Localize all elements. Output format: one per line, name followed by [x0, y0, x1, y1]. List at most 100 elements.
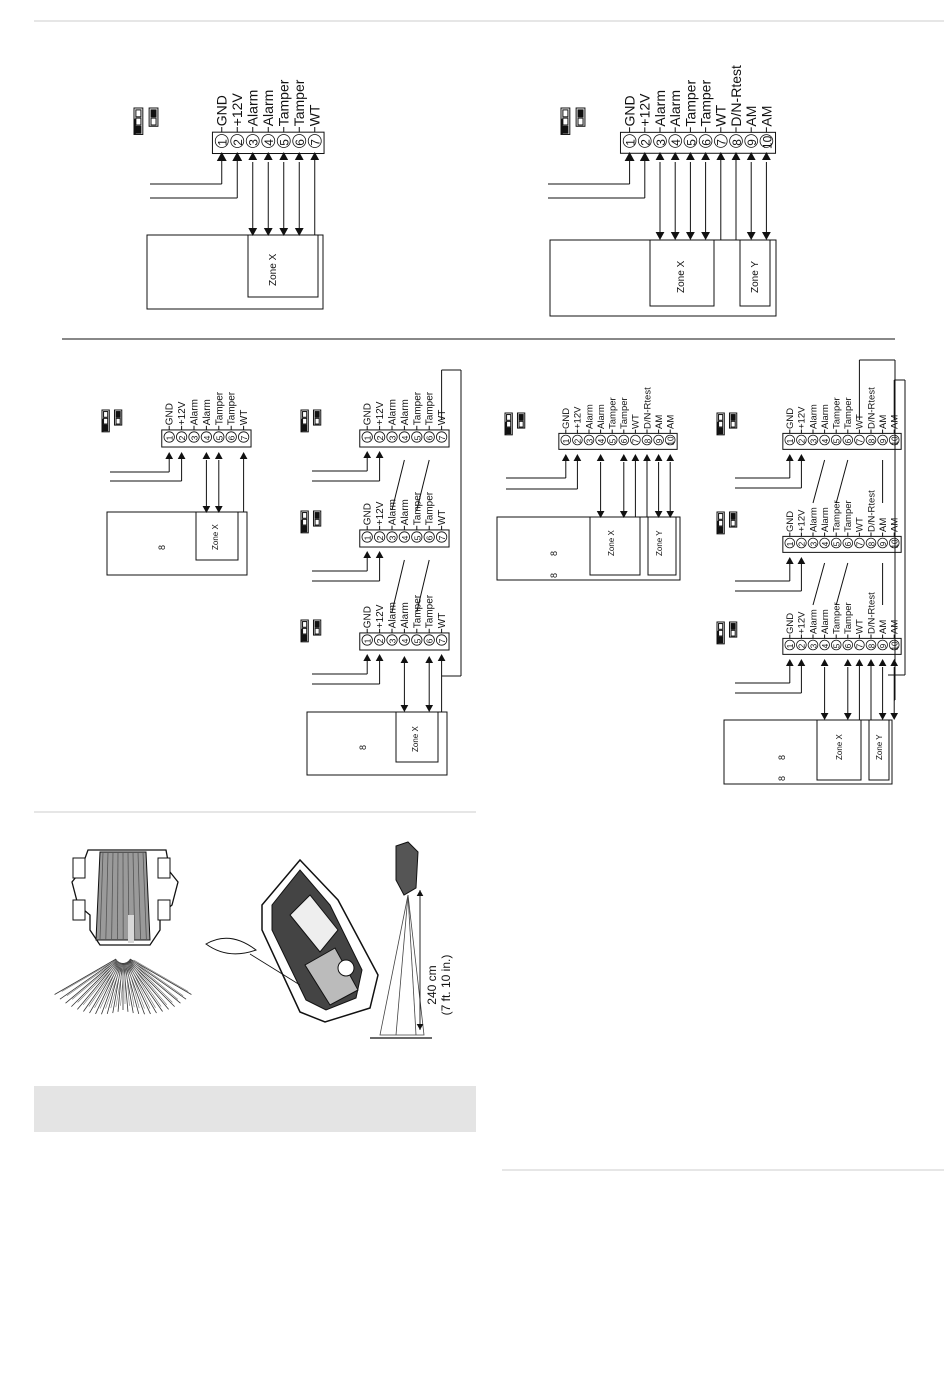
terminal-screw — [398, 634, 411, 646]
terminal-label-gnd: GND — [785, 511, 796, 532]
terminal-screw — [583, 434, 595, 446]
terminal-label-tamper: Tamper — [276, 79, 292, 126]
terminal-label-gnd: GND — [622, 95, 638, 126]
terminal-number: 7 — [309, 139, 323, 146]
lens-segment — [105, 851, 109, 941]
coverage-ray — [128, 964, 145, 1009]
terminal-screw — [807, 639, 819, 651]
terminal-block — [782, 637, 902, 655]
terminal-screw — [423, 634, 435, 646]
terminal-label-12v: +12V — [375, 401, 386, 425]
lens-segment — [137, 851, 141, 941]
terminal-screw — [888, 639, 900, 651]
terminal-number: 4 — [262, 139, 276, 146]
terminal-label-12v: +12V — [375, 501, 386, 525]
panel-8-label: 8 — [358, 745, 368, 750]
jumper-pin — [115, 411, 121, 418]
arrow-up — [216, 152, 227, 161]
terminal-screw — [188, 431, 200, 443]
arrow-up — [363, 551, 372, 558]
terminal-number: 3 — [809, 643, 818, 648]
detector-open-view — [205, 858, 379, 1023]
jumper-bar — [301, 628, 303, 642]
lens-segment — [111, 851, 114, 941]
terminal-label-gnd: GND — [785, 408, 796, 429]
terminal-block — [782, 432, 902, 450]
coverage-ray — [128, 963, 151, 1009]
terminal-number: 7 — [856, 438, 865, 443]
terminal-label-am: AM — [654, 415, 665, 429]
arrow-up — [655, 152, 665, 160]
terminal-screw — [842, 434, 854, 446]
jumper-pin — [718, 420, 724, 428]
panel-8-label: 8 — [157, 545, 167, 550]
jumper-pin — [518, 414, 524, 421]
terminal-label-tamper: Tamper — [425, 391, 436, 425]
jumper-pin — [562, 109, 569, 118]
terminal-screw — [796, 537, 807, 549]
arrow-up — [785, 557, 794, 564]
jumper-block-double — [728, 511, 738, 528]
terminal-screw — [877, 639, 888, 651]
terminal-screw — [819, 639, 830, 651]
coverage-pattern — [54, 958, 192, 1015]
lens-segment — [99, 851, 104, 941]
coverage-ray — [126, 962, 151, 1015]
arrow-up — [375, 451, 384, 458]
arrow-up — [363, 654, 372, 661]
jumper-bar — [301, 519, 303, 533]
arrow-down — [294, 228, 304, 236]
terminal-block — [619, 131, 777, 154]
terminal-number: 3 — [247, 139, 261, 146]
circuit-board — [289, 894, 339, 953]
arrow-up — [701, 152, 710, 160]
detector-tab — [72, 899, 86, 921]
jumper-pin — [718, 623, 724, 630]
terminal-screw — [200, 431, 213, 443]
arrow-up — [855, 659, 864, 666]
terminal-screw — [877, 434, 888, 446]
terminal-screw — [865, 434, 877, 446]
jumper-pin — [518, 420, 524, 428]
arrow-up — [425, 656, 434, 663]
jumper-pin — [730, 414, 736, 421]
jumper-block-double — [728, 621, 738, 638]
terminal-number: 5 — [833, 541, 842, 546]
jumper-pin — [562, 125, 569, 134]
terminal-screw — [386, 531, 398, 543]
terminal-number: 9 — [745, 139, 759, 146]
jumper-pin — [302, 518, 308, 526]
coverage-ray — [133, 960, 184, 996]
arrow-up — [670, 152, 680, 160]
arrow-up — [202, 452, 211, 459]
terminal-screw — [225, 431, 237, 443]
terminal-label-alarm: Alarm — [388, 602, 399, 628]
terminal-label-gnd: GND — [363, 403, 374, 425]
jumper-bar — [102, 418, 104, 432]
terminal-number: 6 — [700, 139, 714, 146]
terminal-label-tamper: Tamper — [425, 491, 436, 525]
terminal-screw — [854, 639, 865, 651]
terminal-screw — [560, 434, 572, 446]
jumper-pin — [718, 526, 724, 534]
arrow-up — [639, 152, 650, 161]
terminal-number: 4 — [400, 535, 410, 540]
mount-height-imperial: (7 ft. 10 in.) — [439, 955, 453, 1016]
jumper-pin — [314, 518, 320, 526]
zone-x-box — [195, 511, 239, 561]
terminal-screw — [373, 431, 386, 443]
jumper-pin — [577, 109, 584, 118]
arrow-down — [686, 232, 695, 240]
zone-y-label: Zone Y — [750, 261, 761, 293]
control-panel — [146, 234, 324, 310]
arrow-up — [867, 659, 875, 666]
jumper-pin — [718, 636, 724, 644]
terminal-label-tamper: Tamper — [698, 80, 714, 127]
terminal-label-am: AM — [878, 518, 889, 532]
coverage-ray — [65, 959, 118, 1004]
arrow-down — [670, 232, 680, 240]
arrow-up — [878, 659, 887, 666]
coverage-ray — [82, 962, 119, 1005]
terminal-number: 2 — [375, 638, 385, 643]
terminal-number: 2 — [798, 643, 807, 648]
